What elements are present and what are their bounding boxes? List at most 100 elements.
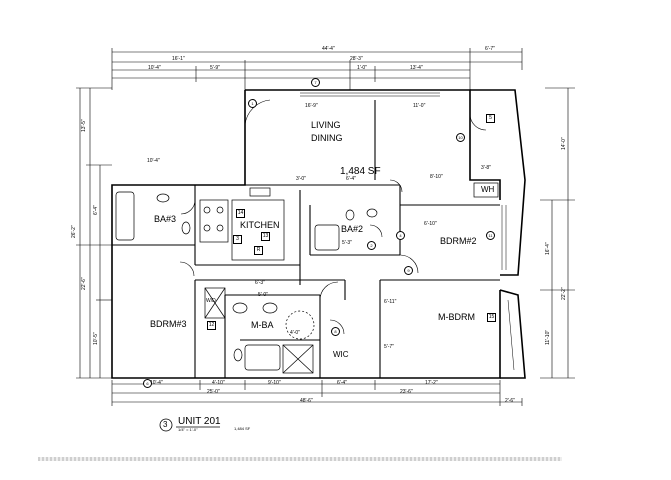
page-divider — [38, 457, 562, 461]
tag-15: 15 — [487, 313, 496, 322]
tag-12: 12 — [207, 321, 216, 330]
kitchen-range — [199, 199, 229, 243]
dim-mba-b: 5'-0" — [258, 292, 268, 298]
room-label-ba3: BA#3 — [154, 214, 177, 224]
ba3-toilet — [181, 221, 191, 235]
ba2-bathtub — [314, 224, 340, 251]
dim-hall-width: 6'-3" — [255, 280, 265, 286]
tag-7: 7 — [311, 78, 320, 87]
tag-6: 6 — [143, 379, 152, 388]
dim-mba-a: 4'-0" — [290, 330, 300, 336]
ba2-door-swing — [369, 224, 383, 238]
tag-3: 3 — [233, 235, 242, 244]
tag-5: 5 — [486, 114, 495, 123]
room-label-mba: M-BA — [251, 320, 274, 330]
dim-top-sub2: 5'-9" — [210, 65, 220, 71]
room-label-living: LIVING — [311, 120, 341, 130]
ba3-bathtub — [115, 191, 135, 241]
room-label-kitchen: KITCHEN — [240, 220, 280, 230]
room-label-dining: DINING — [311, 133, 343, 143]
tag-4: 4 — [396, 231, 405, 240]
dim-dining-sub: 8'-10" — [430, 174, 443, 180]
dim-bottom-right: 2'-6" — [505, 398, 515, 404]
room-label-wh: WH — [481, 185, 495, 194]
door-swings — [179, 99, 487, 335]
dim-wh-width: 3'-8" — [481, 165, 491, 171]
dim-right-lower: 11'-10" — [545, 329, 551, 345]
dim-left-lower-2: 10'-5" — [93, 332, 99, 345]
tag-13: 13 — [261, 232, 270, 241]
dim-bottom-seg1: 10'-4" — [150, 380, 163, 386]
mba-sink-1 — [232, 302, 248, 314]
bdrm3-door-swing — [179, 261, 195, 277]
room-label-wic: WIC — [333, 350, 349, 359]
dim-left-total: 26'-2" — [71, 225, 77, 238]
dim-living-width: 16'-9" — [305, 103, 318, 109]
dim-right-mid: 16'-4" — [545, 242, 551, 255]
dim-top-right: 6'-7" — [485, 46, 495, 52]
tag-10: 10 — [456, 133, 465, 142]
dim-left-lower: 22'-6" — [81, 277, 87, 290]
room-label-mbdrm: M-BDRM — [438, 312, 475, 322]
tag-2: 2 — [367, 241, 376, 250]
right-dimension-lines — [540, 87, 575, 379]
mba-turning-circle — [285, 310, 315, 340]
mba-shower — [282, 344, 314, 374]
mba-toilet — [233, 348, 243, 362]
dim-mbdrm-height: 6'-11" — [384, 299, 397, 305]
ba2-toilet — [345, 209, 355, 221]
balcony-door-swing — [469, 114, 487, 131]
dim-bottom-total-2: 23'-6" — [400, 389, 413, 395]
dim-top-sub4: 13'-4" — [410, 65, 423, 71]
dim-kitchen-b: 6'-4" — [346, 176, 356, 182]
dim-top-sub3: 1'-0" — [357, 65, 367, 71]
tag-1: 1 — [248, 99, 257, 108]
dim-bottom-seg3: 9'-10" — [268, 380, 281, 386]
burner-3 — [203, 224, 211, 232]
dim-right-total: 22'-2" — [561, 287, 567, 300]
wic-door-swing — [329, 319, 345, 335]
dim-bottom-total-1: 25'-0" — [207, 389, 220, 395]
floor-area-label: 1,484 SF — [340, 166, 381, 177]
fixtures — [115, 182, 499, 374]
tag-11: 11 — [486, 231, 495, 240]
hall-door-swing — [389, 179, 403, 193]
tag-R: R — [254, 246, 263, 255]
dim-bottom-seg2: 4'-10" — [212, 380, 225, 386]
top-dimension-lines — [111, 48, 523, 90]
dim-left-upper: 13'-5" — [81, 119, 87, 132]
dim-ba2-width: 5'-3" — [342, 240, 352, 246]
dim-top-seg1: 16'-1" — [172, 56, 185, 62]
plan-number-circle — [159, 418, 173, 432]
mba-bathtub — [244, 344, 281, 371]
burner-4 — [216, 224, 224, 232]
burner-1 — [203, 206, 211, 214]
exterior-walls — [111, 89, 526, 379]
dim-mbdrm-height-2: 5'-7" — [384, 344, 394, 350]
kitchen-island — [231, 199, 285, 261]
room-label-wd: W/D — [206, 298, 216, 304]
tag-14: 14 — [236, 209, 245, 218]
plan-scale: 1/4" = 1'-0" — [178, 427, 198, 432]
left-dimension-lines — [76, 87, 112, 379]
dim-left-mid: 6'-4" — [93, 205, 99, 215]
washer-dryer — [204, 287, 226, 319]
water-heater-closet — [473, 182, 499, 198]
mba-sink-2 — [262, 302, 278, 314]
tag-8: 8 — [331, 327, 340, 336]
dim-right-upper: 14'-0" — [561, 137, 567, 150]
interior-walls — [112, 100, 500, 378]
room-label-bdrm3: BDRM#3 — [150, 319, 187, 329]
dim-kitchen-a: 3'-0" — [296, 176, 306, 182]
dim-top-seg2: 28'-3" — [350, 56, 363, 62]
burner-2 — [216, 206, 224, 214]
bottom-dimension-lines — [111, 380, 523, 406]
kitchen-sink — [249, 187, 271, 197]
dim-bdrm2-height: 6'-10" — [424, 221, 437, 227]
dim-bottom-seg4: 6'-4" — [337, 380, 347, 386]
plan-title: UNIT 201 — [178, 416, 221, 427]
mbdrm-door-swing — [319, 281, 339, 301]
bdrm2-door-swing — [399, 254, 419, 274]
